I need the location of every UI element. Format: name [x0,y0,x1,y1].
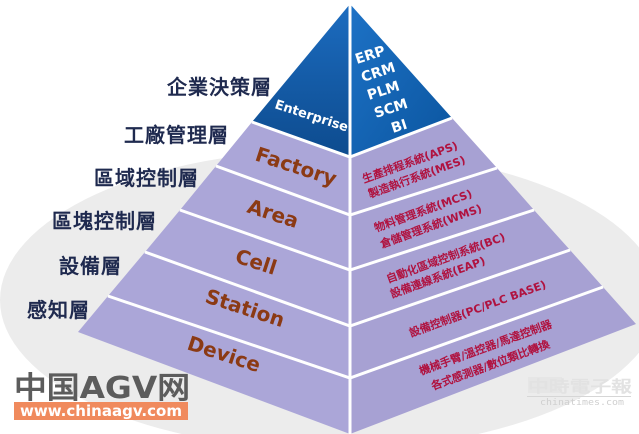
band-right-device [350,287,636,434]
band-left-device [78,296,350,434]
layer-label-factory: 工廠管理層 [124,123,229,147]
chinatimes-url: chinatimes.com [540,398,624,408]
enterprise-systems: ERP CRM PLM SCM BI [353,43,410,137]
layer-labels: 企業決策層 工廠管理層 區域控制層 區塊控制層 設備層 感知層 [27,75,272,322]
chinaagv-watermark: 中国AGV网 www.chinaagv.com [14,371,190,420]
chinatimes-logo-text: 中時電子報 [528,377,633,396]
right-face [350,4,636,434]
chinaagv-url: www.chinaagv.com [20,402,182,420]
chinatimes-underline [527,396,631,397]
band-left-enterprise [252,4,350,157]
chinatimes-watermark: 中時電子報 chinatimes.com [527,377,633,408]
layer-label-enterprise: 企業決策層 [166,75,272,99]
layer-label-cell: 區塊控制層 [52,209,157,233]
left-face [78,4,350,434]
chinaagv-url-bg [14,402,188,420]
band-left-area [180,166,350,270]
band-right-area [350,168,534,270]
band-right-station [350,250,603,378]
system-bi: BI [389,117,409,137]
chinaagv-logo-text: 中国AGV网 [14,371,190,406]
band-right-factory [350,118,497,215]
chinatimes-logo-bg [528,377,562,393]
band-left-cell [145,210,350,326]
band-separators [107,4,604,434]
layer-label-device: 感知層 [27,298,90,322]
band-right-enterprise [350,4,452,157]
layer-label-station: 設備層 [59,254,122,278]
band-right-cell [350,210,570,326]
layer-label-area: 區域控制層 [94,166,199,190]
band-left-station [108,252,350,378]
